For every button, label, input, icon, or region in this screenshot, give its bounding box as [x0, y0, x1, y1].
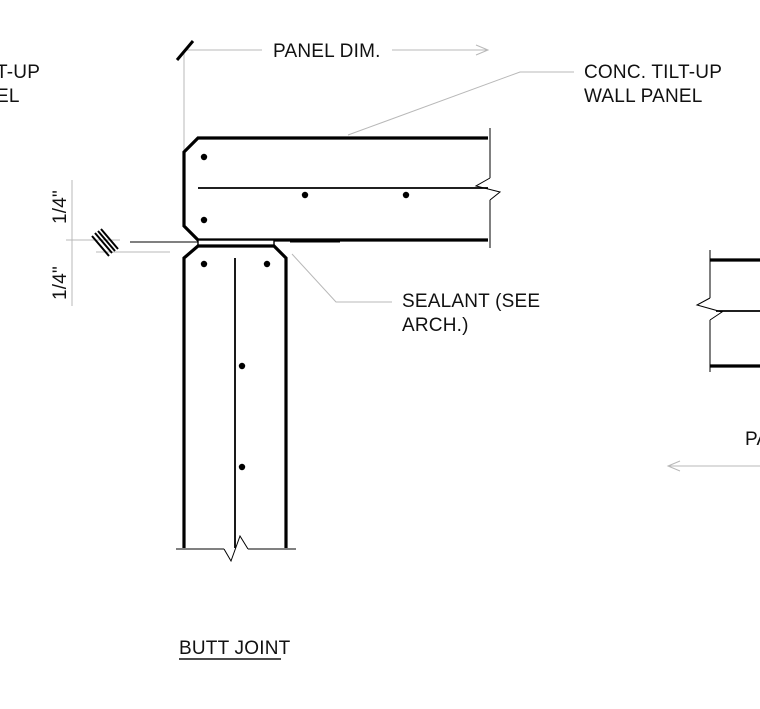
dimension-lower-label: 1/4": [50, 266, 71, 300]
rebar-dot: [200, 216, 208, 224]
wall-panel-callout: CONC. TILT-UP WALL PANEL: [347, 62, 722, 136]
horizontal-panel-outline: [182, 136, 488, 242]
dimension-arrow-right: [475, 44, 490, 56]
wall-panel-label-line2: WALL PANEL: [584, 86, 703, 107]
dimension-tick-mark: [175, 40, 195, 61]
break-line-symbol: [223, 534, 249, 563]
detail-title-block: BUTT JOINT: [179, 638, 291, 660]
vertical-wall-panel: [176, 244, 296, 563]
rebar-dot: [200, 153, 208, 161]
left-cut-label-line2: EL: [0, 86, 20, 107]
wall-panel-leader: [347, 71, 574, 136]
joint-width-dimension: 1/4" 1/4": [50, 180, 170, 306]
right-panel-dim-dimension: PA: [666, 429, 760, 472]
sealant-label-line2: ARCH.): [402, 315, 469, 336]
detail-title: BUTT JOINT: [179, 638, 291, 659]
right-partial-panel: [695, 250, 760, 372]
rebar-dot: [200, 260, 208, 268]
left-cut-callout: T-UP EL: [0, 62, 40, 107]
rebar-dot: [402, 191, 410, 199]
rebar-dot: [263, 260, 271, 268]
rebar-dot: [238, 463, 246, 471]
dimension-arrow-left: [666, 460, 681, 472]
dimension-hatch-tick: [91, 228, 119, 257]
wall-panel-label-line1: CONC. TILT-UP: [584, 62, 722, 83]
rebar-dot: [301, 191, 309, 199]
break-line-symbol: [474, 177, 502, 201]
break-line-symbol: [695, 297, 724, 321]
sealant-label-line1: SEALANT (SEE: [402, 291, 540, 312]
dimension-upper-label: 1/4": [50, 190, 71, 224]
left-cut-label-line1: T-UP: [0, 62, 40, 83]
panel-dim-label: PANEL DIM.: [273, 41, 381, 62]
horizontal-wall-panel: [182, 128, 502, 248]
panel-dim-label-cut: PA: [745, 429, 760, 450]
panel-dim-dimension: PANEL DIM.: [175, 40, 490, 150]
rebar-dot: [238, 362, 246, 370]
sealant-callout: SEALANT (SEE ARCH.): [291, 253, 540, 336]
vertical-panel-outline: [182, 244, 288, 548]
sealant-leader: [291, 253, 392, 303]
